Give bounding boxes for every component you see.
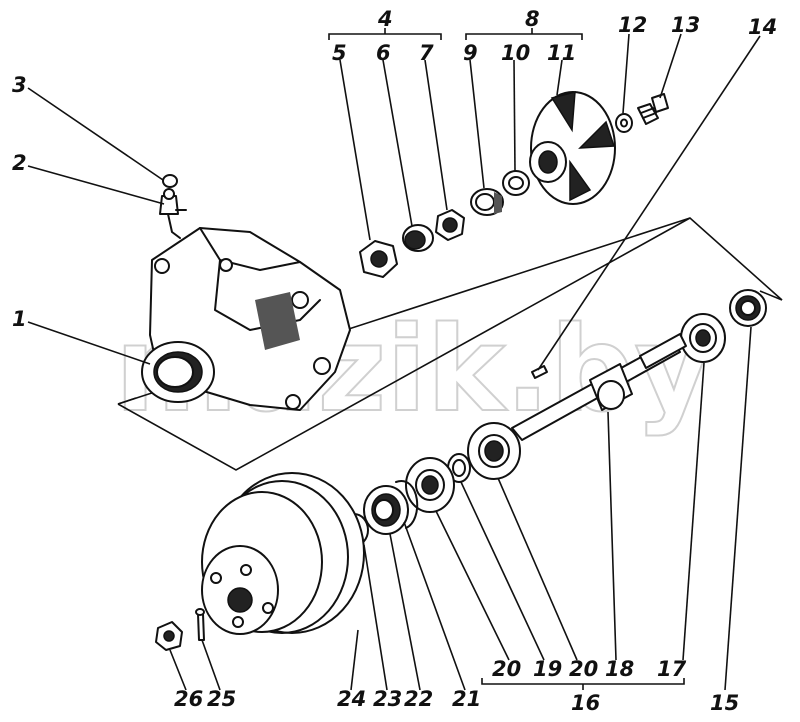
label-24: 24	[337, 687, 366, 711]
group-bracket-8	[465, 28, 583, 40]
part-labels: 3 2 1 4 5 6 7 8 9 10 11 12 13 14 15 16 1…	[12, 7, 777, 715]
label-2: 2	[12, 151, 27, 175]
shaft-seal	[729, 289, 767, 327]
label-8: 8	[525, 7, 540, 31]
label-5: 5	[332, 41, 347, 65]
label-10: 10	[501, 41, 530, 65]
label-12: 12	[618, 13, 647, 37]
pump-housing	[141, 227, 351, 411]
label-3: 3	[12, 73, 27, 97]
cotter-pin	[195, 608, 205, 641]
label-26: 26	[174, 687, 203, 711]
label-14: 14	[748, 15, 777, 39]
label-18: 18	[605, 657, 634, 681]
seal-ring	[435, 209, 465, 241]
label-13: 13	[671, 13, 700, 37]
label-21: 21	[452, 687, 481, 711]
seal-cup	[402, 224, 434, 252]
impeller-bolt	[637, 93, 669, 125]
pulley-seal	[363, 485, 409, 535]
pump-shaft	[511, 333, 687, 441]
label-17: 17	[657, 657, 687, 681]
front-bearing	[680, 313, 726, 363]
pulley-nut	[155, 621, 183, 651]
label-19: 19	[533, 657, 562, 681]
label-1: 1	[12, 307, 27, 331]
grease-fitting	[159, 188, 187, 239]
snap-ring	[395, 480, 419, 529]
group-bracket-16	[481, 678, 685, 690]
label-7: 7	[419, 41, 434, 65]
label-22: 22	[404, 687, 433, 711]
leader-lines	[27, 33, 761, 691]
label-9: 9	[463, 41, 478, 65]
fan-pulley	[201, 472, 365, 635]
thrust-washer	[502, 170, 530, 196]
label-23: 23	[373, 687, 402, 711]
bolt-washer	[615, 113, 633, 133]
label-4: 4	[377, 7, 393, 31]
rear-bearing	[467, 422, 521, 480]
inner-bearing	[405, 457, 455, 513]
label-6: 6	[376, 41, 391, 65]
label-20a: 20	[492, 657, 521, 681]
label-11: 11	[547, 41, 576, 65]
impeller-nut	[359, 240, 398, 278]
group-bracket-4	[328, 28, 442, 40]
bushing	[470, 188, 504, 216]
fitting-cap	[162, 174, 178, 188]
impeller	[529, 91, 616, 205]
label-20b: 20	[569, 657, 598, 681]
label-25: 25	[207, 687, 236, 711]
label-15: 15	[710, 691, 739, 715]
label-16: 16	[571, 691, 600, 715]
